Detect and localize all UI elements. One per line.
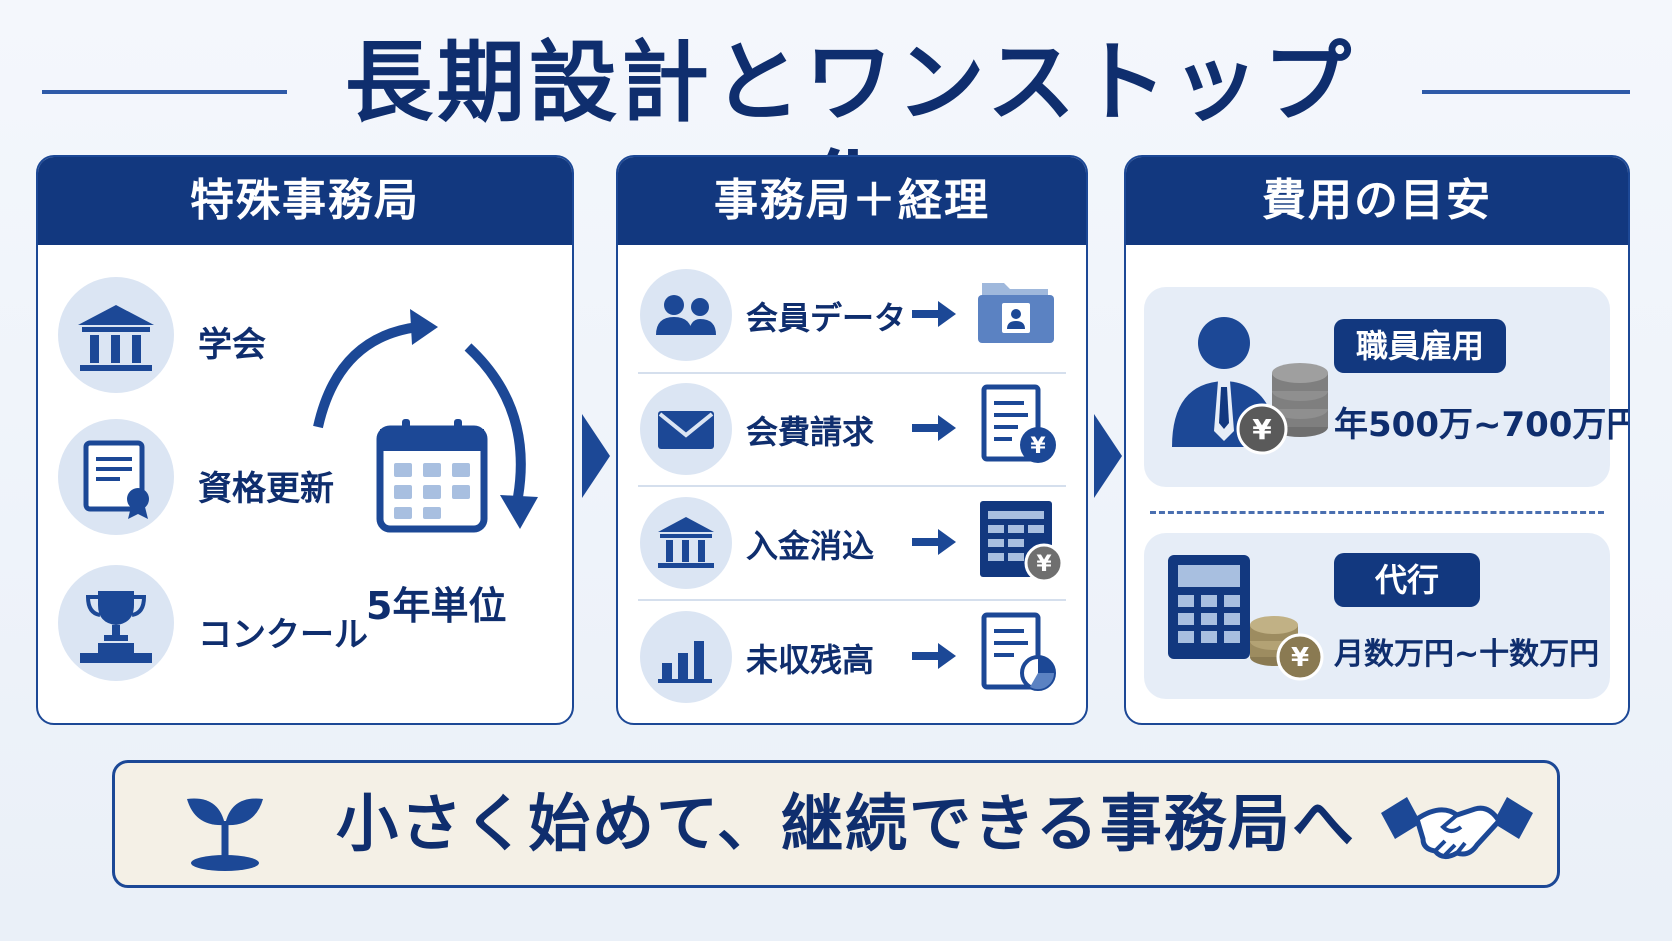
item-label-fee-billing: 会費請求: [746, 413, 875, 451]
flow-arrow-icon: [1094, 414, 1122, 498]
calendar-icon: [374, 415, 490, 539]
arrow-right-icon: [912, 415, 956, 441]
banner-message: 小さく始めて、継続できる事務局へ: [336, 787, 1356, 860]
invoice-yen-icon: ¥: [978, 383, 1064, 473]
mail-icon: [640, 383, 732, 475]
sprout-icon: [175, 781, 275, 875]
cost-outsourcing: 月数万円~十数万円: [1334, 637, 1600, 672]
item-label-competition: コンクール: [198, 615, 368, 655]
cost-option-outsourcing: ¥ 代行 月数万円~十数万円: [1144, 533, 1610, 699]
bank-icon: [58, 277, 174, 393]
handshake-icon: [1377, 783, 1537, 877]
title-rule-right: [1422, 90, 1630, 94]
svg-text:¥: ¥: [1036, 552, 1052, 577]
item-label-outstanding-balance: 未収残高: [746, 641, 875, 679]
bottom-banner: 小さく始めて、継続できる事務局へ: [112, 760, 1560, 888]
arrow-right-icon: [912, 643, 956, 669]
title-rule-left: [42, 90, 287, 94]
panel-heading-special-secretariat: 特殊事務局: [38, 157, 572, 245]
item-label-payment-matching: 入金消込: [746, 527, 875, 565]
certificate-icon: [58, 419, 174, 535]
row-divider: [638, 372, 1066, 374]
row-divider: [638, 485, 1066, 487]
panel-cost-estimate: 費用の目安 ¥ 職員雇用 年50: [1124, 155, 1630, 725]
bar-chart-icon: [640, 611, 732, 703]
svg-text:¥: ¥: [1030, 434, 1046, 459]
folder-user-icon: [974, 269, 1058, 353]
trophy-icon: [58, 565, 174, 681]
cost-staff-hiring: 年500万~700万円: [1334, 405, 1630, 445]
badge-staff-hiring: 職員雇用: [1334, 319, 1506, 373]
cost-divider: [1150, 511, 1604, 514]
arrow-right-icon: [912, 301, 956, 327]
report-pie-icon: [978, 611, 1064, 701]
panel-secretariat-accounting: 事務局＋経理 会員データ 会費請求: [616, 155, 1088, 725]
panel-heading-cost-estimate: 費用の目安: [1126, 157, 1628, 245]
cost-option-staff: ¥ 職員雇用 年500万~700万円: [1144, 287, 1628, 487]
calculator-icon: ¥: [1164, 553, 1334, 687]
cycle-label: 5年単位: [366, 584, 507, 628]
badge-outsourcing: 代行: [1334, 553, 1480, 607]
item-label-member-data: 会員データ: [746, 299, 907, 337]
cycle-arrow-icon: [313, 309, 538, 529]
bank-icon: [640, 497, 732, 589]
arrow-right-icon: [912, 529, 956, 555]
panel-special-secretariat: 特殊事務局 学会 資格更新: [36, 155, 574, 725]
spreadsheet-yen-icon: ¥: [976, 497, 1066, 591]
businessman-icon: ¥: [1164, 311, 1344, 465]
title-area: 長期設計とワンストップ化: [0, 28, 1672, 244]
item-label-qualification-renewal: 資格更新: [198, 469, 334, 509]
svg-text:¥: ¥: [1291, 643, 1309, 673]
svg-text:¥: ¥: [1252, 413, 1272, 446]
flow-arrow-icon: [582, 414, 610, 498]
panel-heading-secretariat-accounting: 事務局＋経理: [618, 157, 1086, 245]
users-icon: [640, 269, 732, 361]
item-label-academic-society: 学会: [198, 325, 266, 365]
row-divider: [638, 599, 1066, 601]
